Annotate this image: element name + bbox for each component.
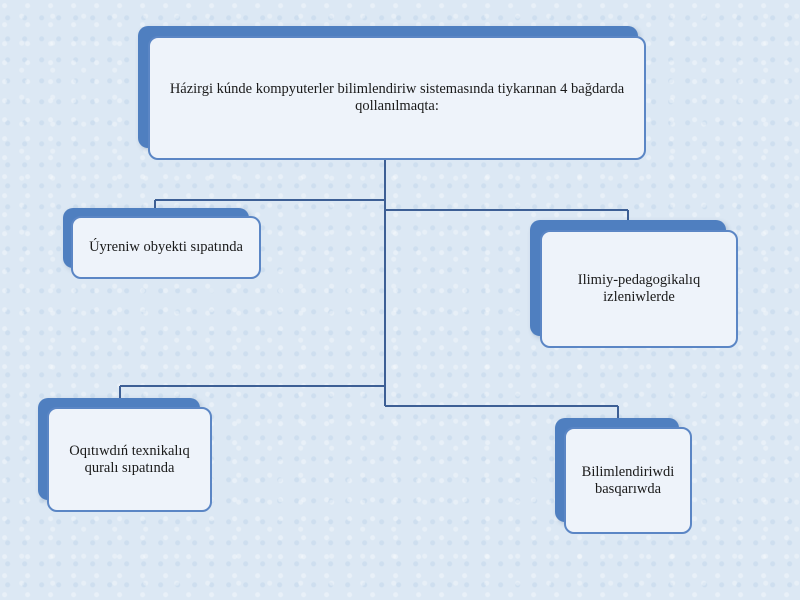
node-learning-object-box: Úyreniw obyekti sıpatında xyxy=(71,216,261,279)
root-node: Házirgi kúnde kompyuterler bilimlendiriw… xyxy=(138,26,648,162)
node-research-box: Ilimiy-pedagogikalıq izleniwlerde xyxy=(540,230,738,348)
node-management: Bilimlendiriwdi basqarıwda xyxy=(555,418,693,536)
node-technical-tool-box: Oqıtıwdıń texnikalıq quralı sıpatında xyxy=(47,407,212,512)
node-research: Ilimiy-pedagogikalıq izleniwlerde xyxy=(530,220,740,350)
node-management-box: Bilimlendiriwdi basqarıwda xyxy=(564,427,692,534)
node-learning-object-text: Úyreniw obyekti sıpatında xyxy=(89,239,243,255)
node-technical-tool: Oqıtıwdıń texnikalıq quralı sıpatında xyxy=(38,398,214,514)
root-node-text: Házirgi kúnde kompyuterler bilimlendiriw… xyxy=(169,81,625,114)
node-research-text: Ilimiy-pedagogikalıq izleniwlerde xyxy=(577,272,701,305)
node-learning-object: Úyreniw obyekti sıpatında xyxy=(63,208,263,280)
node-technical-tool-text: Oqıtıwdıń texnikalıq quralı sıpatında xyxy=(69,442,190,476)
node-management-text: Bilimlendiriwdi basqarıwda xyxy=(581,463,675,497)
root-node-box: Házirgi kúnde kompyuterler bilimlendiriw… xyxy=(148,36,646,160)
